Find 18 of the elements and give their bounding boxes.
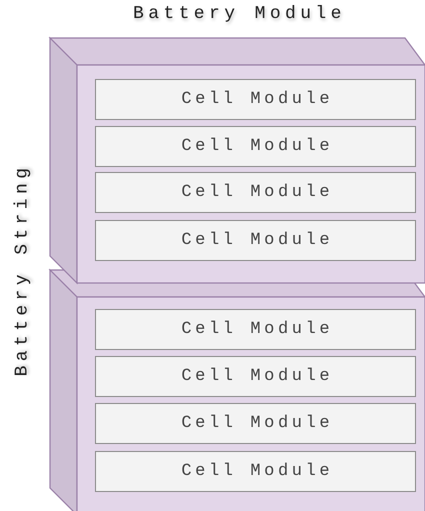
cell-module-label: Cell Module (181, 414, 334, 433)
module-title: Battery Module (133, 4, 346, 24)
cell-module-box (95, 309, 416, 350)
cell-module-box (95, 126, 416, 167)
cell-module-label: Cell Module (181, 90, 334, 109)
cell-module-label: Cell Module (181, 462, 334, 481)
cell-module-box (95, 356, 416, 397)
cell-module-box (95, 403, 416, 444)
cell-module-box (95, 451, 416, 492)
cell-module-box (95, 220, 416, 261)
cell-module-label: Cell Module (181, 367, 334, 386)
cell-module-box (95, 79, 416, 120)
cell-module-label: Cell Module (181, 183, 334, 202)
string-label: Battery String (12, 164, 32, 376)
cell-module-box (95, 172, 416, 213)
cell-module-label: Cell Module (181, 320, 334, 339)
cell-module-label: Cell Module (181, 231, 334, 250)
cell-module-label: Cell Module (181, 137, 334, 156)
